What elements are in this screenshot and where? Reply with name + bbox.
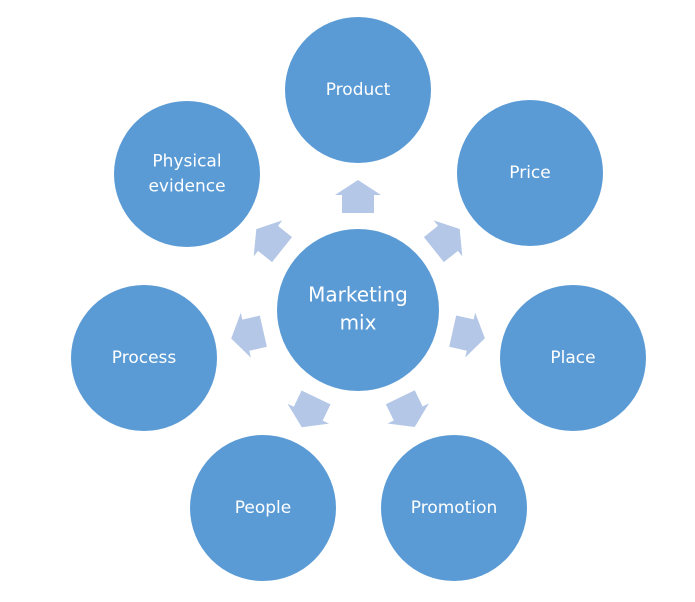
arrows-layer [231, 180, 485, 428]
arrow-icon-to-promotion [385, 390, 429, 427]
node-label-promotion: Promotion [411, 498, 498, 518]
node-promotion: Promotion [381, 435, 527, 581]
node-product: Product [285, 17, 431, 163]
node-circle-process [71, 285, 217, 431]
node-place: Place [500, 285, 646, 431]
arrow-icon-to-process [231, 312, 267, 358]
node-price: Price [457, 100, 603, 246]
node-circle-price [457, 100, 603, 246]
node-label-physical-evidence-line-1: Physical [152, 152, 221, 172]
node-circle-physical-evidence [114, 101, 260, 247]
node-label-process: Process [112, 348, 177, 368]
arrow-icon-to-people [287, 390, 331, 428]
center-node-marketing-mix: Marketing mix [277, 229, 439, 391]
node-circle-promotion [381, 435, 527, 581]
node-circle-people [190, 435, 336, 581]
node-label-price: Price [509, 163, 550, 183]
node-label-place: Place [550, 348, 595, 368]
arrow-icon-to-place [449, 312, 485, 358]
node-label-product: Product [326, 80, 391, 100]
arrow-icon-to-physical-evidence [253, 220, 292, 263]
center-label-line-1: Marketing [308, 283, 408, 307]
node-process: Process [71, 285, 217, 431]
arrow-icon-to-product [335, 180, 381, 213]
node-people: People [190, 435, 336, 581]
center-label-line-2: mix [340, 311, 377, 335]
arrow-icon-to-price [423, 220, 463, 263]
node-physical-evidence: Physical evidence [114, 101, 260, 247]
node-label-physical-evidence-line-2: evidence [148, 177, 225, 197]
node-circle-product [285, 17, 431, 163]
node-label-people: People [235, 498, 291, 518]
node-circle-place [500, 285, 646, 431]
center-circle [277, 229, 439, 391]
